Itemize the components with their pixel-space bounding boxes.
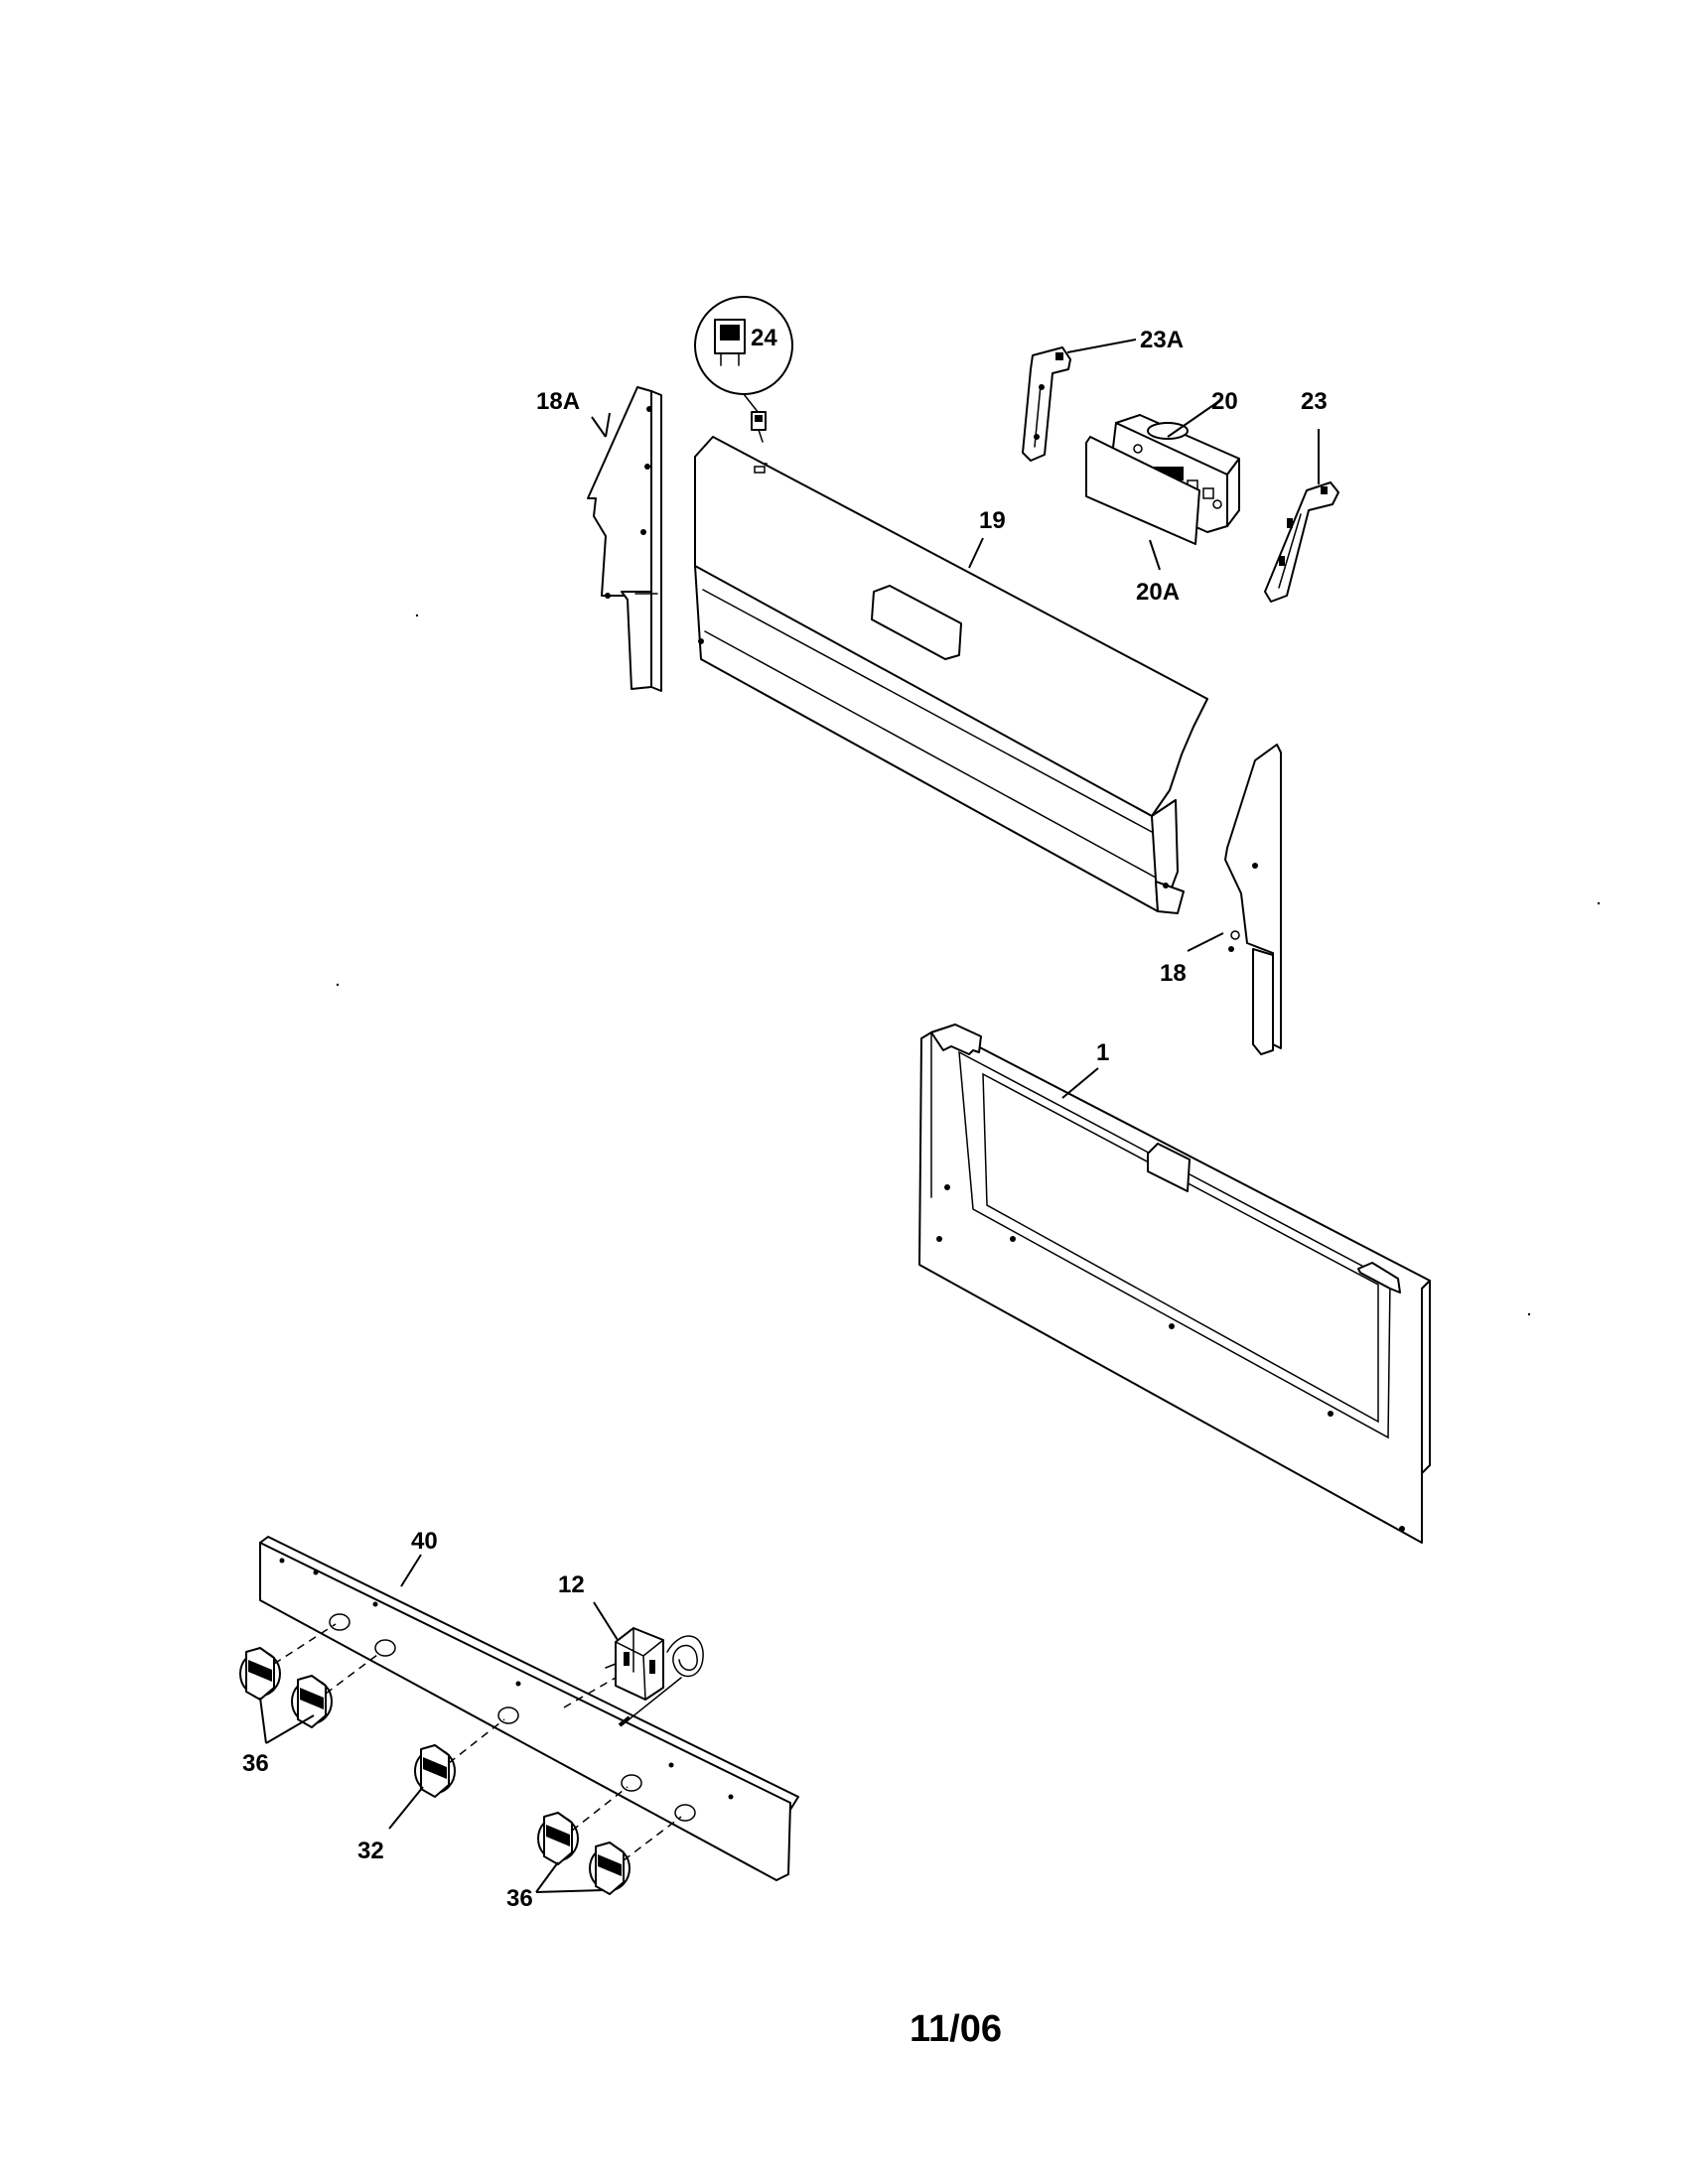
part-1-panel [918, 1024, 1431, 1544]
leader-lines [259, 339, 1320, 1893]
part-40-manifold-panel [259, 1536, 799, 1881]
callout-36-right: 36 [506, 1885, 533, 1912]
callout-18A: 18A [536, 388, 580, 415]
assembly-lines [273, 1623, 682, 1861]
part-18A-end-panel [587, 386, 662, 692]
part-24-switch [694, 296, 793, 471]
knob-36-2 [291, 1675, 333, 1728]
part-19-backguard [694, 436, 1208, 914]
callout-19: 19 [979, 507, 1006, 534]
part-23-bracket [1264, 481, 1339, 603]
callout-labels: 24 23A 20 23 18A 19 20A 18 1 40 12 36 32… [242, 325, 1328, 1912]
callout-20: 20 [1211, 388, 1238, 415]
revision-date: 11/06 [910, 2008, 1002, 2050]
callout-36-left: 36 [242, 1750, 269, 1777]
knob-36-3 [537, 1812, 579, 1865]
callout-20A: 20A [1136, 579, 1180, 606]
callout-32: 32 [357, 1838, 384, 1864]
part-12-thermostat [605, 1627, 704, 1727]
callout-23: 23 [1301, 388, 1328, 415]
part-18-end-panel [1224, 744, 1282, 1055]
knob-32 [414, 1744, 456, 1798]
callout-1: 1 [1096, 1039, 1109, 1066]
callout-23A: 23A [1140, 327, 1184, 353]
knob-36-1 [239, 1647, 281, 1701]
knob-36-4 [589, 1842, 631, 1895]
callout-24: 24 [751, 325, 777, 351]
callout-12: 12 [558, 1571, 585, 1598]
callout-40: 40 [411, 1528, 438, 1555]
part-20A-overlay [1085, 436, 1200, 545]
part-23A-bracket [1022, 346, 1071, 462]
callout-18: 18 [1160, 960, 1187, 987]
